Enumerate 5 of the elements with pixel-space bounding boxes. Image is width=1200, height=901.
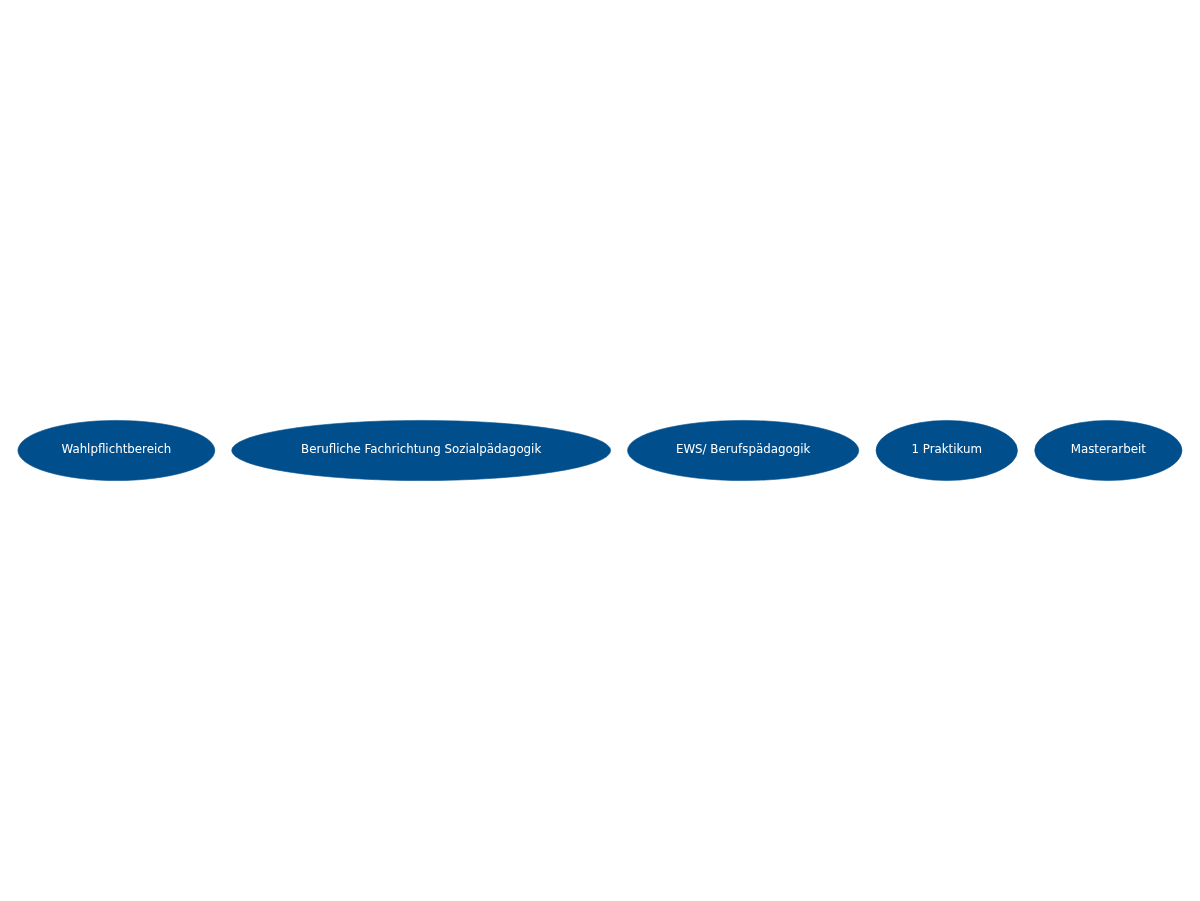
- node-ellipse: EWS/ Berufspädagogik: [627, 420, 860, 481]
- node-ellipse: Berufliche Fachrichtung Sozialpädagogik: [231, 420, 611, 481]
- node-ellipse: Masterarbeit: [1034, 420, 1183, 481]
- node-ellipse: 1 Praktikum: [875, 420, 1018, 481]
- node-ellipse: Wahlpflichtbereich: [17, 420, 216, 481]
